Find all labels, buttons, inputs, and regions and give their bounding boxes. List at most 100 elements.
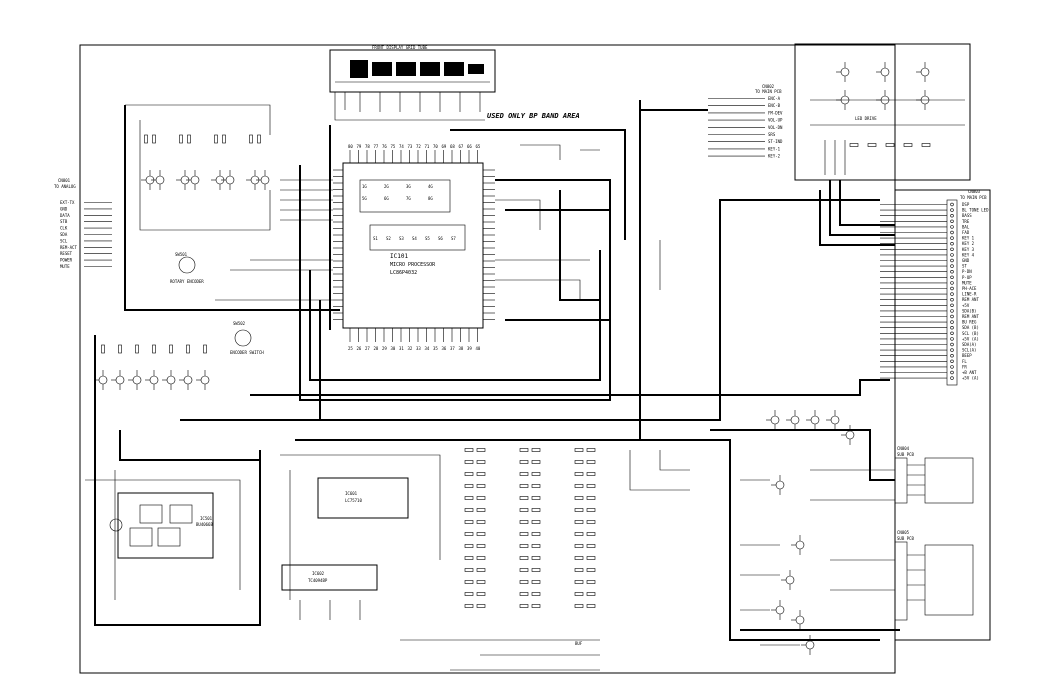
signal-wire <box>659 450 690 471</box>
grid-col-label: S2 <box>386 236 391 241</box>
resistor <box>586 472 596 476</box>
resistor <box>464 520 474 524</box>
signal-wire <box>280 454 441 560</box>
resistor <box>574 556 584 560</box>
right-pin-label: FR <box>962 364 967 369</box>
right-pin-label: SDA(B) <box>962 308 976 313</box>
resistor <box>519 484 529 488</box>
signal-wire <box>495 199 541 230</box>
grid-row-label: 2G <box>384 184 389 189</box>
right-pin-dot <box>950 331 954 335</box>
encoder-label: ROTARY ENCODER <box>170 279 204 284</box>
top-pin-label: ENC-A <box>768 96 781 101</box>
resistor <box>519 544 529 548</box>
ic-pin-number-bottom: 39 <box>467 346 472 351</box>
transistor <box>766 410 780 430</box>
resistor <box>574 520 584 524</box>
ic-pin-number-bottom: 31 <box>399 346 404 351</box>
ic-pin-number-top: 66 <box>467 144 472 149</box>
resistor <box>586 556 596 560</box>
transistor <box>111 370 125 390</box>
resistor <box>257 134 261 144</box>
top-pin-label: ENC-B <box>768 103 781 108</box>
resistor <box>885 143 895 147</box>
right-pin-dot <box>950 242 954 246</box>
main-ic-line2: LC86P4032 <box>390 270 417 276</box>
right-pin-dot <box>950 314 954 319</box>
resistor <box>586 508 596 512</box>
right-pin-dot <box>950 320 954 324</box>
display-header: FRONT DISPLAY GRID TUBE <box>372 45 428 50</box>
ic-pin-number-top: 72 <box>416 144 421 149</box>
ic-pin-number-top: 75 <box>391 144 396 149</box>
right-pin-dot <box>950 270 954 274</box>
resistor <box>586 484 596 488</box>
resistor <box>519 592 529 596</box>
ic-pin-number-bottom: 32 <box>408 346 413 351</box>
left-pin-label: GND <box>60 206 68 211</box>
ic-pin-number-top: 65 <box>476 144 481 149</box>
transistor <box>186 170 200 190</box>
main-ic: IC101 MICRO PROCESSOR LC86P4032 <box>342 162 484 329</box>
resistor <box>476 508 486 512</box>
ic-pin-number-bottom: 35 <box>433 346 438 351</box>
ic-pin-number-bottom: 38 <box>459 346 464 351</box>
right-pin-label: KEY 3 <box>962 247 975 252</box>
transistor <box>179 370 193 390</box>
sub-ic-bottom-ref: IC602 <box>312 571 325 576</box>
board-outline <box>79 44 896 674</box>
top-pin-label: KEY-2 <box>768 154 781 159</box>
encoder-ref: SW501 <box>175 252 188 257</box>
ic-pin-number-top: 71 <box>425 144 430 149</box>
resistor <box>574 484 584 488</box>
right-pin-dot <box>950 376 954 380</box>
resistor <box>476 496 486 500</box>
resistor <box>464 604 474 608</box>
resistor <box>476 472 486 476</box>
right-pin-label: SCL(A) <box>962 348 976 353</box>
right-pin-label: LINE-R <box>962 292 977 297</box>
ic-pin-number-top: 77 <box>374 144 379 149</box>
resistor <box>519 460 529 464</box>
resistor <box>464 532 474 536</box>
resistor <box>531 484 541 488</box>
resistor <box>464 472 474 476</box>
right-pin-dot <box>950 348 954 352</box>
bus-wire <box>710 429 895 481</box>
right-pin-dot <box>950 370 954 375</box>
resistor <box>586 496 596 500</box>
resistor <box>586 520 596 524</box>
resistor <box>531 532 541 536</box>
right-pin-dot <box>950 326 954 330</box>
right-pin-dot <box>950 337 954 341</box>
resistor <box>586 592 596 596</box>
resistor <box>135 344 139 354</box>
resistor <box>152 134 156 144</box>
top-pin-label: FM-DEV <box>768 110 783 115</box>
resistor <box>574 532 584 536</box>
resistor <box>531 580 541 584</box>
resistor <box>574 496 584 500</box>
ic-pin-number-top: 79 <box>357 144 362 149</box>
transistor <box>781 570 795 590</box>
top-pin-label: VOL-UP <box>768 118 783 123</box>
right-connector-title: TO MAIN PCB <box>960 195 987 200</box>
resistor <box>476 532 486 536</box>
transistor <box>145 370 159 390</box>
right-pin-dot <box>950 202 954 207</box>
resistor <box>574 604 584 608</box>
grid-row-label: 1G <box>362 184 367 189</box>
sub-ic-mid-ref: IC601 <box>345 491 358 496</box>
grid-row-label: 8G <box>428 196 433 201</box>
ic-pin-number-top: 76 <box>382 144 387 149</box>
resistor <box>464 484 474 488</box>
right-pin-dot <box>950 236 954 240</box>
io-box-bottom: CN805 SUB PCB <box>894 530 974 621</box>
right-pin-label: BAL <box>962 224 970 229</box>
resistor <box>519 568 529 572</box>
right-pin-label: REM ANT <box>962 297 979 302</box>
left-connector-ref: CN801 <box>58 178 71 183</box>
grid-col-label: S3 <box>399 236 404 241</box>
transistor <box>836 90 850 110</box>
resistor <box>531 592 541 596</box>
